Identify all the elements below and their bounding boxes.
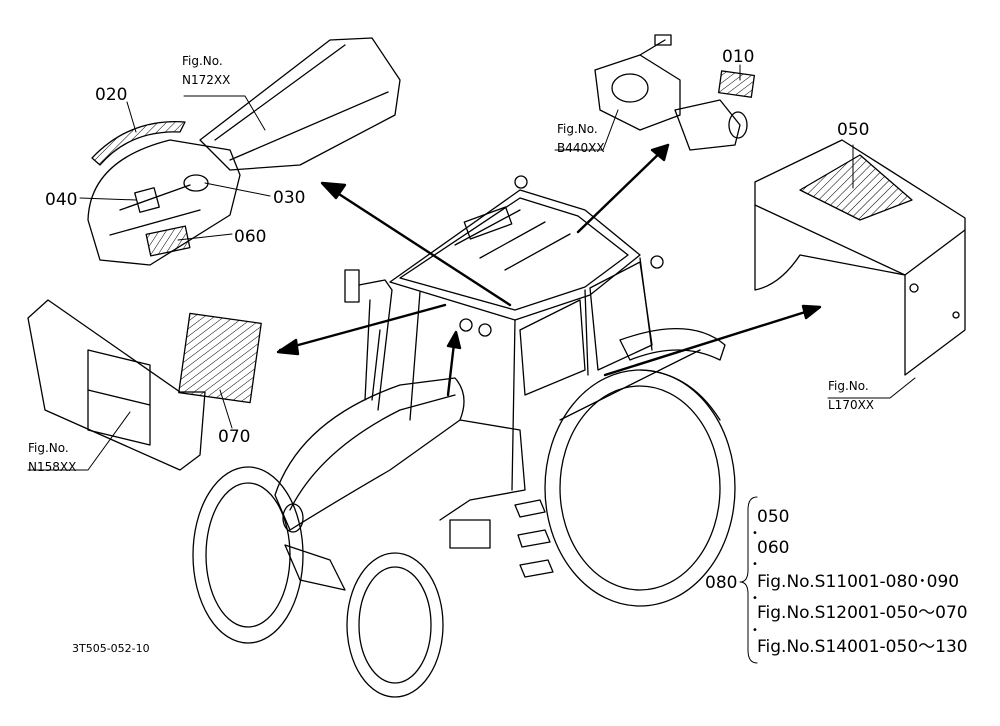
list-item-2: 060 (757, 538, 789, 558)
list-dot: • (752, 625, 758, 636)
fig-code-n172: N172XX (182, 73, 230, 87)
fig-label-n158: Fig.No. (28, 441, 69, 455)
part-number-060: 060 (234, 227, 266, 247)
leader-lines (27, 64, 916, 664)
wiper-motor-illustration (594, 34, 756, 151)
part-number-010: 010 (722, 47, 754, 67)
fig-code-n158: N158XX (28, 460, 76, 474)
list-dot: • (752, 559, 758, 570)
labels: Fig.No. N172XX Fig.No. B440XX Fig.No. L1… (28, 47, 968, 657)
list-dot: • (752, 593, 758, 604)
fig-label-n172: Fig.No. (182, 54, 223, 68)
fig-code-b440: B440XX (557, 141, 605, 155)
side-panel-illustration (754, 139, 966, 376)
list-item-1: 050 (757, 507, 789, 527)
part-number-080: 080 (705, 573, 737, 593)
list-dot: • (752, 528, 758, 539)
arrows (276, 143, 822, 397)
diagram-code: 3T505-052-10 (72, 642, 150, 655)
fig-code-l170: L170XX (828, 398, 874, 412)
list-item-5: Fig.No.S14001-050～130 (757, 637, 968, 657)
list-item-4: Fig.No.S12001-050～070 (757, 603, 968, 623)
part-number-050: 050 (837, 120, 869, 140)
tractor-illustration (192, 175, 736, 698)
part-number-070: 070 (218, 427, 250, 447)
fig-label-l170: Fig.No. (828, 379, 869, 393)
sunvisor-illustration (27, 299, 262, 471)
fig-label-b440: Fig.No. (557, 122, 598, 136)
part-number-020: 020 (95, 85, 127, 105)
part-number-040: 040 (45, 190, 77, 210)
part-number-030: 030 (273, 188, 305, 208)
list-item-3: Fig.No.S11001-080･090 (757, 572, 959, 592)
